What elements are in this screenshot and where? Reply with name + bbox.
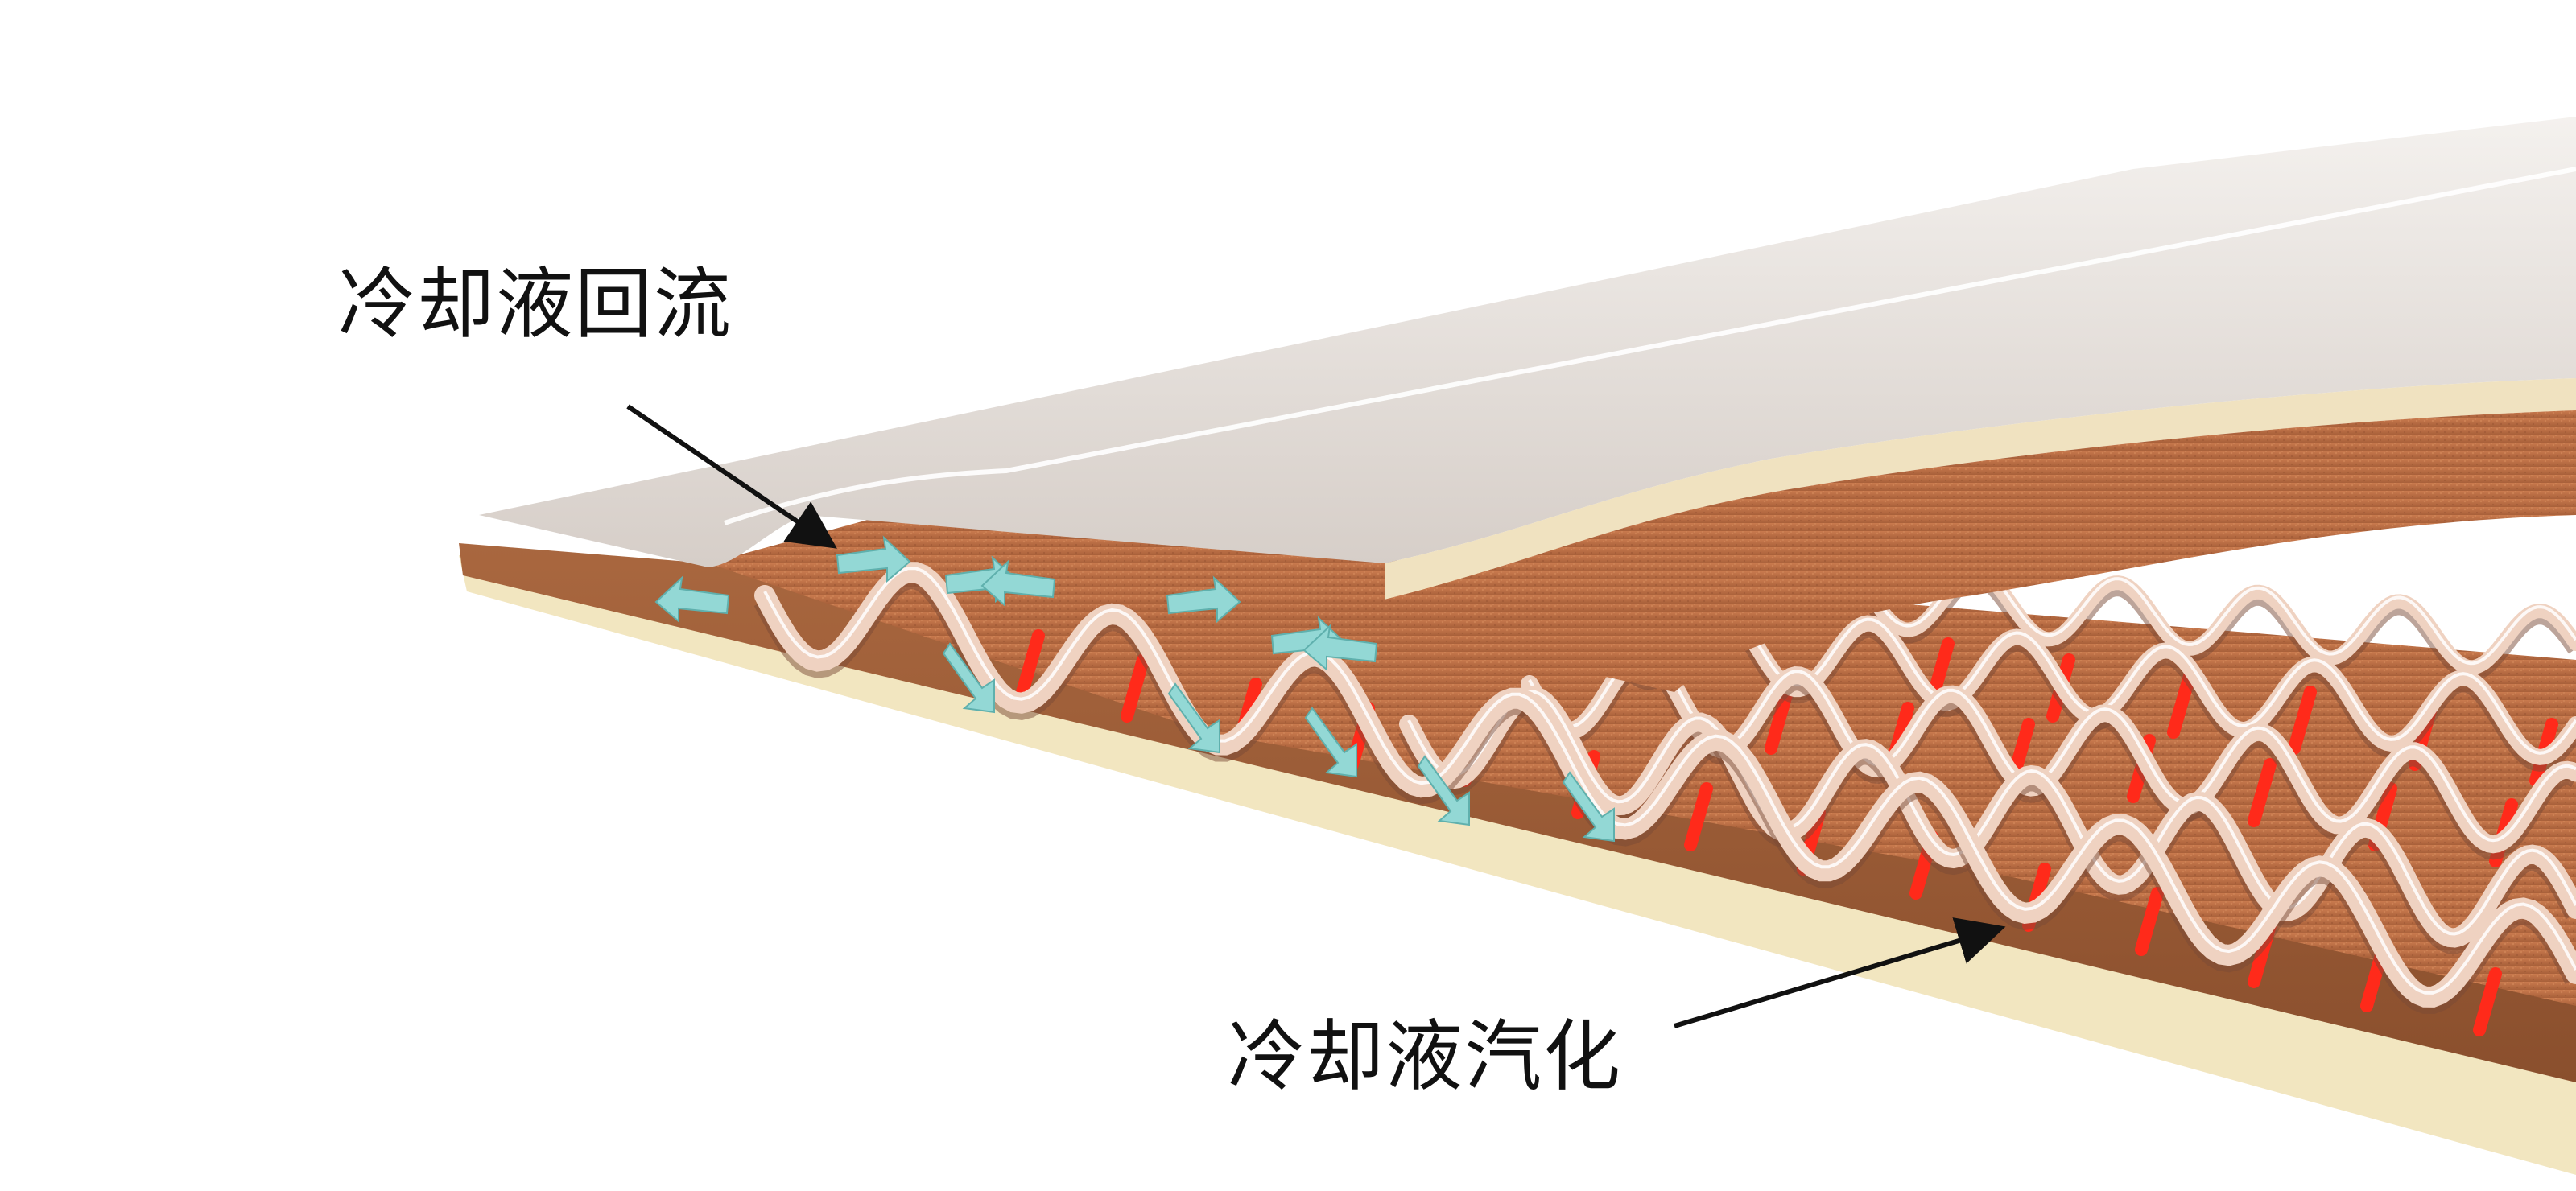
vapor-annotation-line [1674,917,2006,1028]
return-arrow [836,535,911,583]
top-plate-front-edge [1385,378,2576,600]
vapor-arrow [1765,686,1794,755]
vapor-arrow [2473,967,2502,1036]
return-arrow [1166,575,1241,624]
wick-wire [754,562,2576,1008]
return-arrow [942,642,995,714]
vapor-arrow [2288,686,2317,755]
return-arrow [980,559,1056,608]
upper-copper-wick [1385,410,2576,692]
coolant-return-label: 冷却液回流 [338,259,733,349]
return-annotation-line [626,404,837,549]
coolant-vaporization-label: 冷却液汽化 [1228,1012,1622,1102]
wick-wire [1399,686,2576,948]
return-arrow [1304,707,1357,778]
vapor-arrow [2135,887,2164,956]
return-arrow [1167,682,1220,754]
vapor-arrow [2248,758,2277,827]
return-arrow [1302,624,1378,672]
top-plate-ridge [724,167,2576,525]
top-cover-plate [479,117,2576,567]
wick-wire-highlight [763,567,2576,995]
vapor-arrow [1016,629,1045,699]
return-arrow [654,575,730,624]
wick-wire-highlight [1407,690,2576,936]
vapor-arrow [1684,782,1713,851]
return-arrow [1562,771,1615,843]
vapor-arrow [1121,653,1150,723]
return-arrows [654,535,1615,843]
return-arrow [1417,755,1470,826]
